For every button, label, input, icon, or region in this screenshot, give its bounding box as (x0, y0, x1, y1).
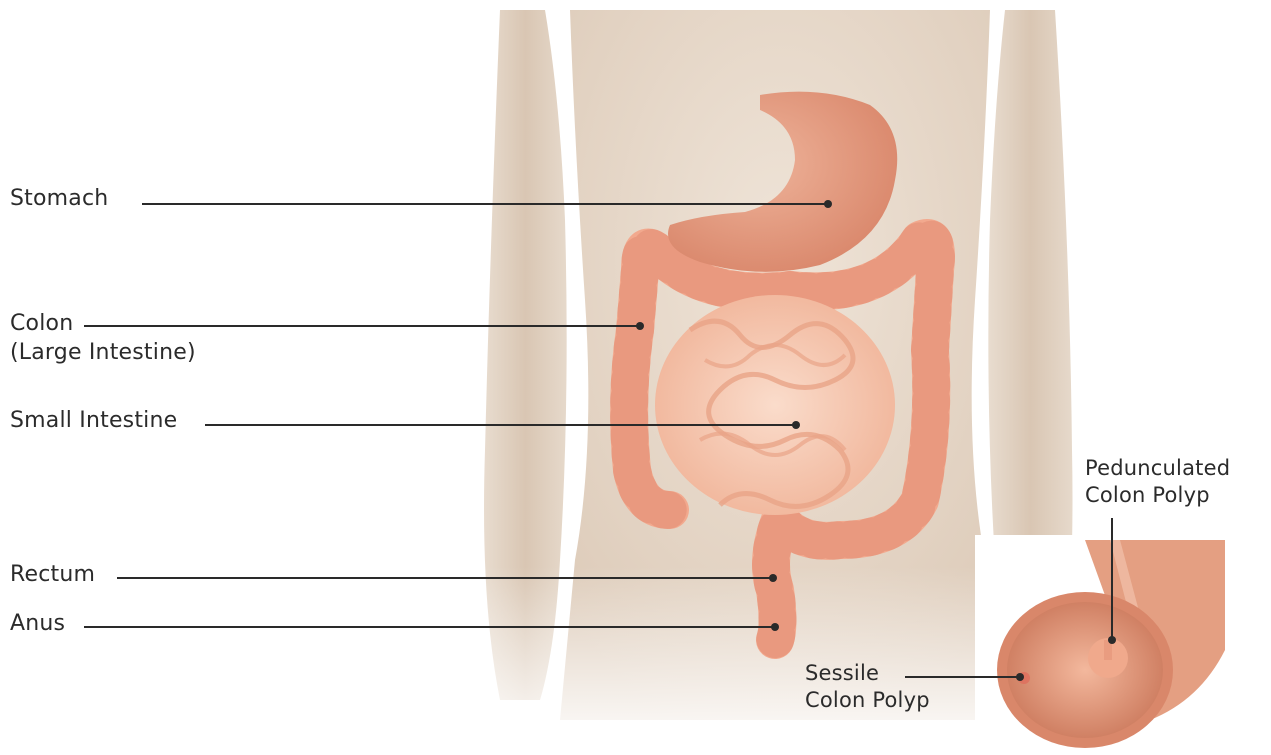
stomach-pointer-dot (824, 200, 832, 208)
sessile-polyp-label: Sessile Colon Polyp (805, 660, 930, 715)
sessile-label-line2: Colon Polyp (805, 687, 930, 714)
pedunculated-leader-line (1111, 518, 1113, 638)
pedunculated-pointer-dot (1108, 636, 1116, 644)
sessile-label-line1: Sessile (805, 660, 930, 687)
rectum-leader-line (117, 577, 773, 579)
colon-pointer-dot (636, 322, 644, 330)
pedunculated-label-line2: Colon Polyp (1085, 482, 1230, 509)
pedunculated-polyp-label: Pedunculated Colon Polyp (1085, 455, 1230, 510)
pedunculated-label-line1: Pedunculated (1085, 455, 1230, 482)
sessile-pointer-dot (1016, 673, 1024, 681)
small-intestine-pointer-dot (792, 421, 800, 429)
stomach-leader-line (142, 203, 827, 205)
rectum-label: Rectum (10, 561, 95, 590)
colon-label: Colon (Large Intestine) (10, 310, 196, 367)
colon-label-line2: (Large Intestine) (10, 339, 196, 368)
sessile-leader-line (905, 676, 1020, 678)
stomach-label: Stomach (10, 185, 108, 214)
small-intestine-illustration (655, 295, 895, 515)
colon-leader-line (84, 325, 639, 327)
small-intestine-label: Small Intestine (10, 407, 177, 436)
colon-polyp-inset (975, 535, 1225, 755)
small-intestine-leader-line (205, 424, 795, 426)
rectum-pointer-dot (769, 574, 777, 582)
anus-leader-line (84, 626, 774, 628)
anus-label: Anus (10, 610, 65, 639)
anus-pointer-dot (771, 623, 779, 631)
